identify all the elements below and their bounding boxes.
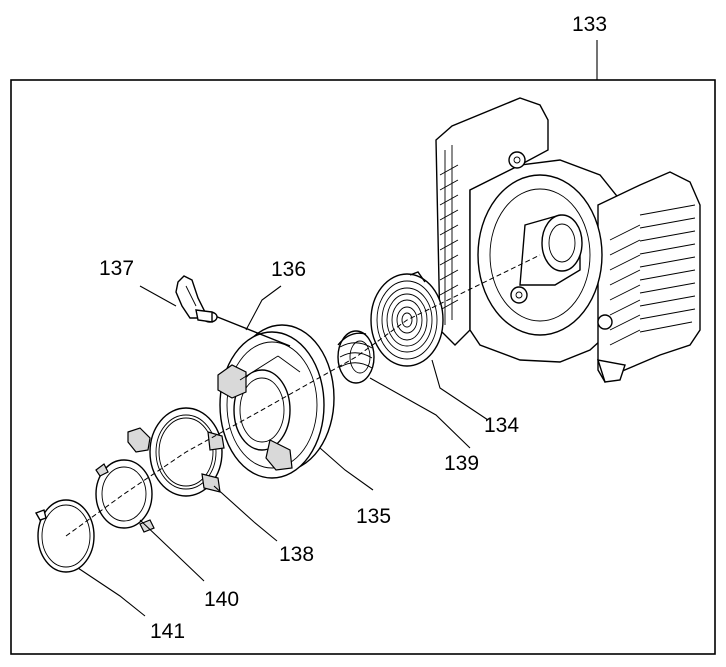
leader-lines	[77, 40, 598, 617]
assembly-axis	[65, 254, 541, 537]
label-139: 139	[444, 452, 479, 475]
label-134: 134	[484, 414, 519, 437]
label-135: 135	[356, 505, 391, 528]
recoil-spring-134	[370, 271, 444, 367]
starter-housing-133	[435, 97, 701, 383]
rope-pulley-135	[217, 324, 335, 479]
label-140: 140	[204, 588, 239, 611]
starter-rope-136	[214, 315, 291, 347]
diagram-frame	[10, 79, 716, 655]
label-141: 141	[150, 620, 185, 643]
circlip-141	[34, 499, 95, 573]
washer-140	[95, 459, 155, 533]
label-136: 136	[271, 258, 306, 281]
starter-handle-137	[175, 275, 218, 323]
label-133: 133	[572, 13, 607, 36]
coil-spring-139	[337, 330, 375, 384]
label-137: 137	[99, 257, 134, 280]
label-138: 138	[279, 543, 314, 566]
